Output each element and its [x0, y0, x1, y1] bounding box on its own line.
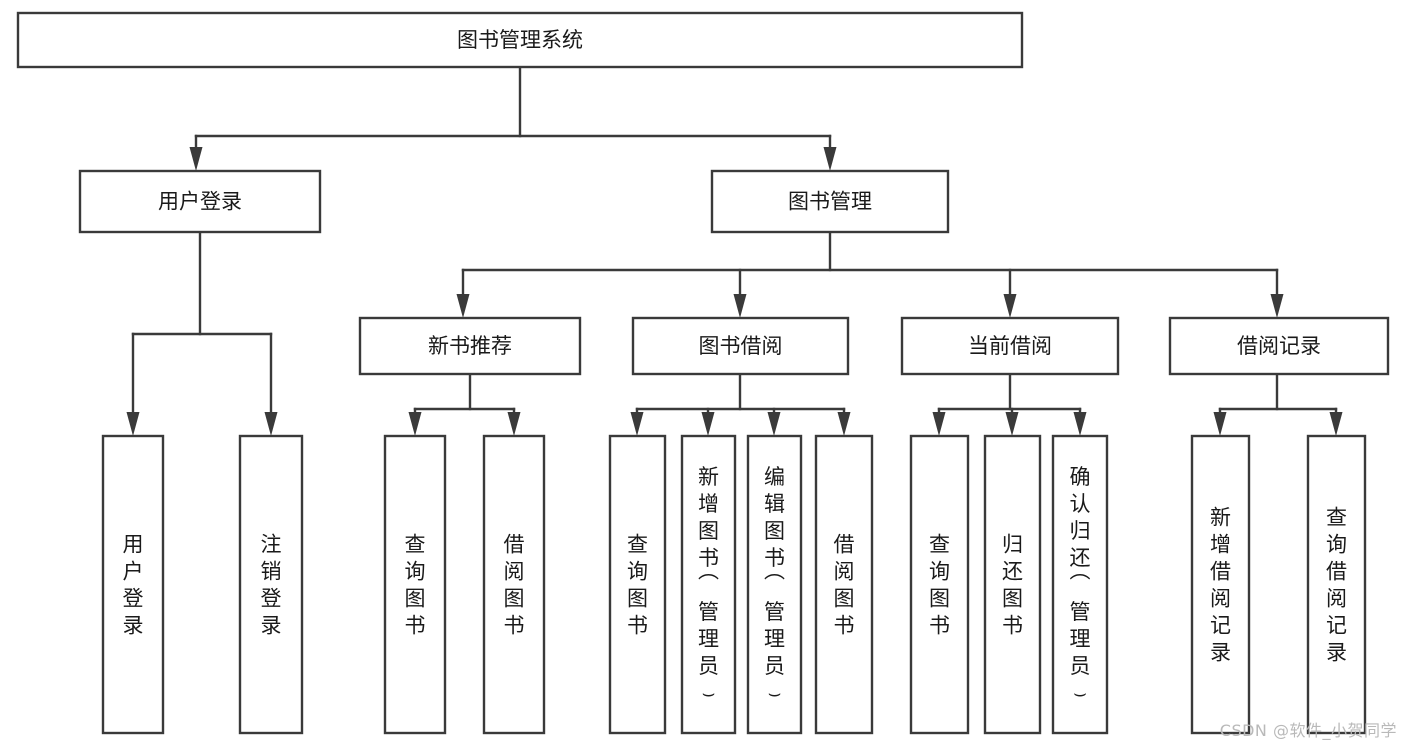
node-label: 确认归还⌒管理员⌣	[1070, 465, 1091, 705]
node-label: 查询图书	[405, 533, 426, 638]
node-book-borrow[interactable]: 图书借阅	[631, 316, 850, 376]
connector-group	[1213, 372, 1343, 436]
node-leaf-borrow-book-1[interactable]: 借阅图书	[482, 434, 546, 735]
node-leaf-return-book[interactable]: 归还图书	[983, 434, 1042, 735]
node-label: 借阅图书	[834, 533, 855, 638]
node-borrow-record[interactable]: 借阅记录	[1168, 316, 1390, 376]
node-book-manage[interactable]: 图书管理	[710, 169, 950, 234]
node-leaf-user-login[interactable]: 用户登录	[101, 434, 165, 735]
node-label: 图书借阅	[699, 334, 783, 358]
node-new-book-recommend[interactable]: 新书推荐	[358, 316, 582, 376]
node-layer: 图书管理系统用户登录图书管理新书推荐图书借阅当前借阅借阅记录用户登录注销登录查询…	[16, 11, 1390, 735]
node-current-borrow[interactable]: 当前借阅	[900, 316, 1120, 376]
node-leaf-logout[interactable]: 注销登录	[238, 434, 304, 735]
node-leaf-query-book-3[interactable]: 查询图书	[909, 434, 970, 735]
connector-group	[189, 65, 837, 171]
connector-group	[126, 230, 278, 436]
node-label: 当前借阅	[968, 334, 1052, 358]
node-leaf-add-record[interactable]: 新增借阅记录	[1190, 434, 1251, 735]
node-leaf-query-book-2[interactable]: 查询图书	[608, 434, 667, 735]
node-leaf-query-record[interactable]: 查询借阅记录	[1306, 434, 1367, 735]
node-leaf-add-book[interactable]: 新增图书⌒管理员⌣	[680, 434, 737, 735]
connector-group	[408, 372, 521, 436]
node-label: 用户登录	[158, 190, 242, 214]
node-label: 新增图书⌒管理员⌣	[698, 465, 719, 705]
node-label: 借阅图书	[504, 533, 525, 638]
node-label: 图书管理	[788, 190, 872, 214]
connector-group	[456, 230, 1284, 318]
node-label: 查询借阅记录	[1326, 506, 1347, 665]
node-label: 新书推荐	[428, 334, 512, 358]
connector-group	[630, 372, 851, 436]
node-label: 查询图书	[627, 533, 648, 638]
node-label: 查询图书	[929, 533, 950, 638]
connector-group	[932, 372, 1087, 436]
node-leaf-edit-book[interactable]: 编辑图书⌒管理员⌣	[746, 434, 803, 735]
node-root[interactable]: 图书管理系统	[16, 11, 1024, 69]
node-label: 图书管理系统	[457, 28, 583, 52]
node-label: 归还图书	[1002, 533, 1023, 638]
node-leaf-query-book-1[interactable]: 查询图书	[383, 434, 447, 735]
node-label: 编辑图书⌒管理员⌣	[764, 465, 785, 705]
node-leaf-confirm-return[interactable]: 确认归还⌒管理员⌣	[1051, 434, 1109, 735]
node-label: 用户登录	[123, 533, 144, 638]
node-label: 注销登录	[261, 533, 282, 638]
node-user-login[interactable]: 用户登录	[78, 169, 322, 234]
node-label: 借阅记录	[1237, 334, 1321, 358]
node-leaf-borrow-book-2[interactable]: 借阅图书	[814, 434, 874, 735]
connector-layer	[126, 65, 1343, 436]
node-label: 新增借阅记录	[1210, 506, 1231, 665]
